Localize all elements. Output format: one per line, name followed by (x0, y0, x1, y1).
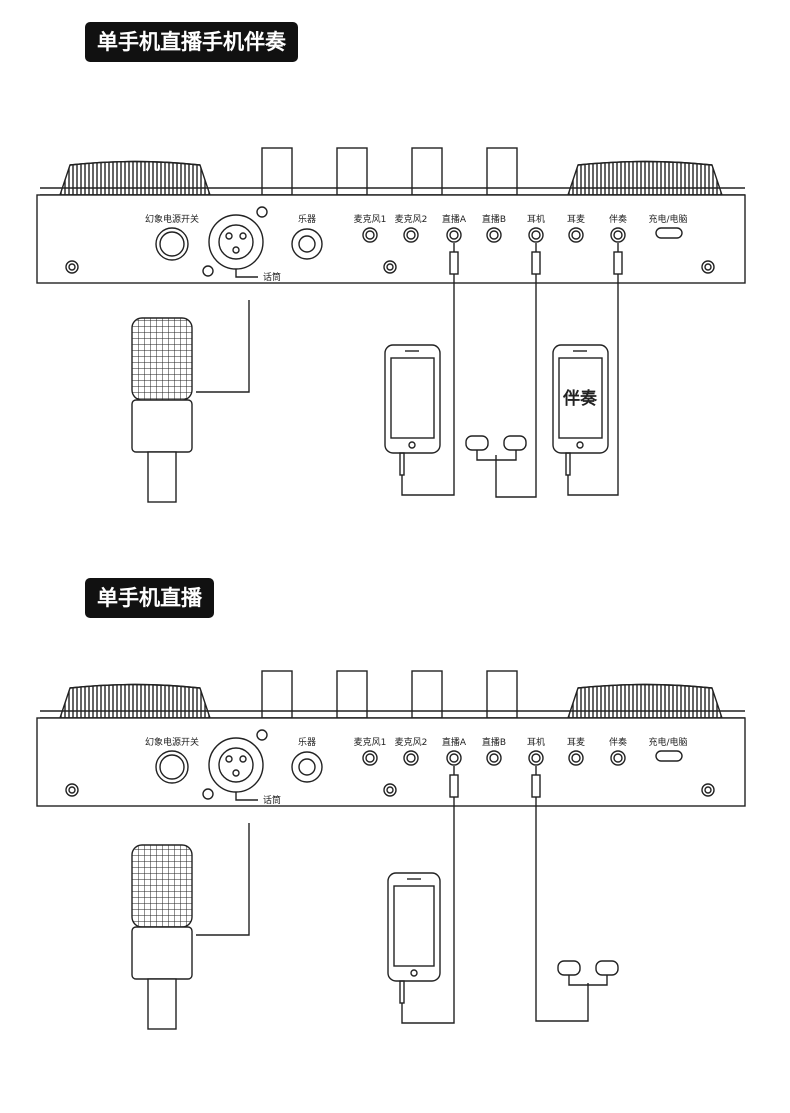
jack-earphone (528, 750, 544, 766)
jack-mic1 (362, 750, 378, 766)
jack-mic2 (403, 750, 419, 766)
plug-earphone-icon (531, 766, 541, 805)
mixer-front-panel (36, 194, 746, 284)
plug-earphone-icon (531, 243, 541, 282)
jack-mic1 (362, 227, 378, 243)
jack-accompany (610, 750, 626, 766)
label-charge: 充电/电脑 (648, 736, 687, 748)
phone-right-label: 伴奏 (562, 388, 598, 409)
jack-live-b (486, 227, 502, 243)
phone-left-icon (384, 344, 441, 476)
section-title-phone-accompaniment: 单手机直播手机伴奏 (85, 22, 298, 62)
right-big-knob (567, 683, 723, 719)
panel-screw-mid-icon (383, 783, 397, 797)
label-earmic: 耳麦 (567, 213, 585, 225)
label-earphone: 耳机 (527, 736, 545, 748)
label-accompany: 伴奏 (609, 736, 627, 748)
slider-knob-2 (336, 670, 368, 719)
phone-right-icon (552, 344, 609, 476)
label-mic2: 麦克风2 (395, 213, 428, 225)
left-big-knob (59, 160, 211, 196)
slider-knob-4 (486, 147, 518, 196)
slider-knob-1 (261, 670, 293, 719)
jack-live-a (446, 750, 462, 766)
earphones-icon (557, 960, 619, 986)
earphones-icon (465, 435, 527, 461)
charge-port-icon (655, 227, 683, 239)
label-microphone: 话筒 (263, 271, 281, 283)
instrument-jack-icon (291, 228, 323, 260)
label-charge: 充电/电脑 (648, 213, 687, 225)
plug-live-a-icon (449, 243, 459, 282)
label-accompany: 伴奏 (609, 213, 627, 225)
jack-live-a (446, 227, 462, 243)
phantom-power-button (155, 227, 189, 261)
panel-screw-left-icon (65, 260, 79, 274)
connection-diagram-single-phone: 幻象电源开关 乐器 麦克风1 麦克风2 直播A 直播B 耳机 耳麦 伴奏 充电/… (36, 670, 746, 1030)
panel-screw-right-icon (701, 260, 715, 274)
label-live-a: 直播A (442, 213, 467, 225)
label-mic1: 麦克风1 (354, 213, 387, 225)
jack-mic2 (403, 227, 419, 243)
phone-left-icon (387, 872, 441, 1004)
left-big-knob (59, 683, 211, 719)
label-live-a: 直播A (442, 736, 467, 748)
section-title-single-phone: 单手机直播 (85, 578, 214, 618)
panel-screw-left-icon (65, 783, 79, 797)
right-big-knob (567, 160, 723, 196)
jack-earmic (568, 227, 584, 243)
panel-screw-mid-icon (383, 260, 397, 274)
plug-accompany-icon (613, 243, 623, 282)
jack-earphone (528, 227, 544, 243)
label-earmic: 耳麦 (567, 736, 585, 748)
label-mic1: 麦克风1 (354, 736, 387, 748)
jack-earmic (568, 750, 584, 766)
plug-live-a-icon (449, 766, 459, 805)
label-earphone: 耳机 (527, 213, 545, 225)
label-live-b: 直播B (482, 213, 506, 225)
label-live-b: 直播B (482, 736, 506, 748)
phantom-power-button (155, 750, 189, 784)
microphone-icon (131, 317, 193, 503)
label-microphone: 话筒 (263, 794, 281, 806)
label-instrument: 乐器 (298, 213, 316, 225)
instrument-jack-icon (291, 751, 323, 783)
jack-accompany (610, 227, 626, 243)
slider-knob-3 (411, 670, 443, 719)
label-phantom-power: 幻象电源开关 (145, 736, 199, 748)
mixer-front-panel (36, 717, 746, 807)
connection-diagram-accompaniment: 幻象电源开关 乐器 麦克风1 麦克风2 直播A 直播B 耳机 耳麦 伴奏 充电/… (36, 147, 746, 503)
panel-screw-right-icon (701, 783, 715, 797)
jack-live-b (486, 750, 502, 766)
label-mic2: 麦克风2 (395, 736, 428, 748)
microphone-icon (131, 844, 193, 1030)
charge-port-icon (655, 750, 683, 762)
label-instrument: 乐器 (298, 736, 316, 748)
label-phantom-power: 幻象电源开关 (145, 213, 199, 225)
